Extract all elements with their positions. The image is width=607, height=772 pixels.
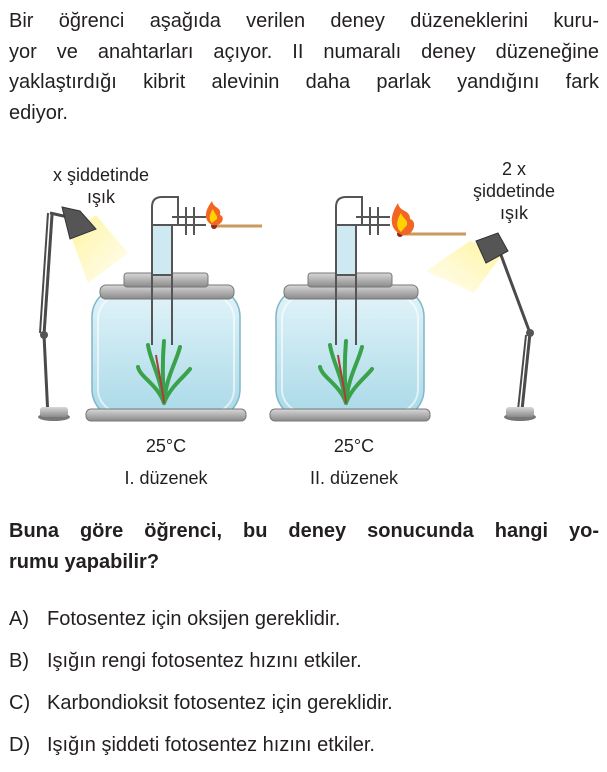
option-text: Işığın şiddeti fotosentez hızını etkiler… — [47, 734, 375, 756]
stem-line: ediyor. — [9, 101, 68, 124]
question-prompt: Buna göre öğrenci, bu deney sonucunda ha… — [9, 516, 599, 578]
option-b[interactable]: B) Işığın rengi fotosentez hızını etkiler… — [9, 648, 362, 674]
prompt-line: rumu yapabilir? — [9, 551, 160, 573]
left-lamp — [38, 206, 128, 421]
setup-1-temperature: 25°C — [145, 436, 187, 456]
setup-2-label: II. düzenek — [309, 468, 399, 488]
option-c[interactable]: C) Karbondioksit fotosentez için gereklid… — [9, 690, 393, 716]
option-text: Işığın rengi fotosentez hızını etkiler. — [47, 650, 362, 672]
option-letter: B) — [9, 650, 29, 672]
setup-1-label: I. düzenek — [124, 468, 208, 488]
right-lamp — [426, 232, 536, 421]
option-text: Karbondioksit fotosentez için gereklidir… — [47, 692, 393, 714]
stem-line: Bir öğrenci aşağıda verilen deney düzene… — [9, 10, 599, 32]
option-letter: D) — [9, 734, 31, 756]
prompt-line: Buna göre öğrenci, bu deney sonucunda ha… — [9, 520, 599, 542]
stem-line: yaklaştırdığı kibrit alevinin daha parla… — [9, 71, 599, 93]
experiment-figure: x şiddetinde ışık 2 x şiddetinde ışık 25… — [0, 155, 607, 500]
setup-2-temperature: 25°C — [333, 436, 375, 456]
option-letter: A) — [9, 608, 29, 630]
option-letter: C) — [9, 692, 31, 714]
setup-2-apparatus — [269, 196, 466, 422]
question-stem: Bir öğrenci aşağıda verilen deney düzene… — [9, 6, 599, 128]
stem-line: yor ve anahtarları açıyor. II numaralı d… — [9, 40, 599, 63]
option-text: Fotosentez için oksijen gereklidir. — [47, 608, 341, 630]
right-light-label: 2 x şiddetinde ışık — [472, 159, 556, 223]
left-light-label: x şiddetinde ışık — [52, 165, 150, 207]
option-d[interactable]: D) Işığın şiddeti fotosentez hızını etkil… — [9, 732, 375, 758]
setup-1-apparatus — [85, 196, 262, 422]
experiment-illustration — [38, 196, 536, 422]
option-a[interactable]: A) Fotosentez için oksijen gereklidir. — [9, 606, 340, 632]
